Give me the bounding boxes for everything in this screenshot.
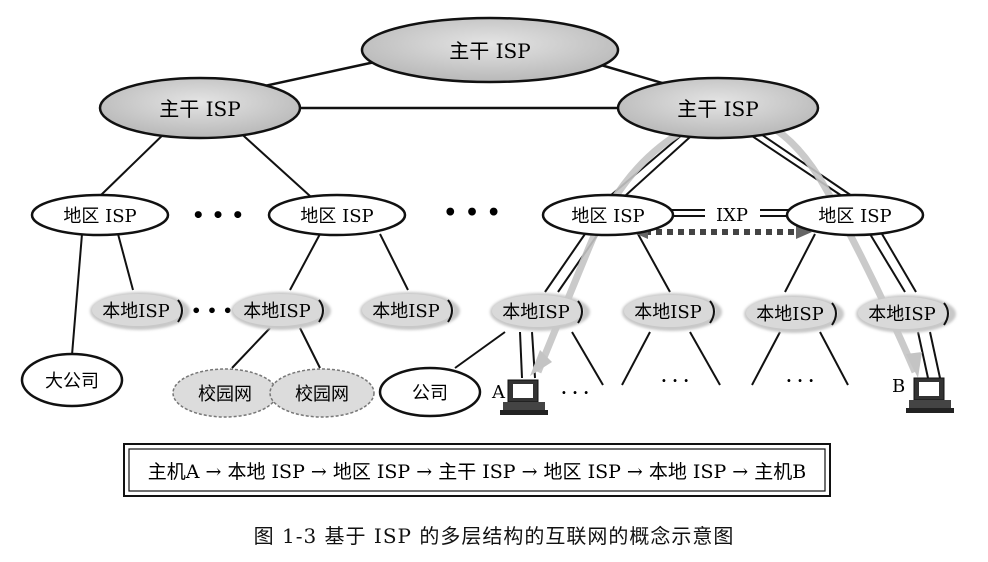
ellipsis-right-hosts: · · · bbox=[786, 371, 814, 390]
route-arrow-b bbox=[906, 352, 922, 378]
route-path bbox=[534, 111, 919, 374]
right-tree-links bbox=[454, 127, 941, 386]
backbone-isp-top: 主干 ISP bbox=[360, 16, 620, 84]
regional-isp-2: 地区 ISP bbox=[267, 193, 407, 237]
figure-caption: 图 1-3 基于 ISP 的多层结构的互联网的概念示意图 bbox=[253, 524, 735, 548]
backbone-isp-top-label: 主干 ISP bbox=[449, 39, 530, 63]
path-box: 主机A → 本地 ISP → 地区 ISP → 主干 ISP → 地区 ISP … bbox=[123, 443, 831, 497]
regional-isp-2-label: 地区 ISP bbox=[300, 206, 373, 227]
local-isp-4: 本地ISP bbox=[490, 293, 590, 331]
ellipsis-mid-hosts: · · · bbox=[661, 371, 689, 390]
computer-icon-host-b bbox=[906, 377, 954, 413]
backbone-isp-left: 主干 ISP bbox=[98, 76, 302, 140]
backbone-isp-right-label: 主干 ISP bbox=[677, 97, 758, 121]
campus-network-2: 校园网 bbox=[269, 368, 375, 418]
local-isp-1-label: 本地ISP bbox=[102, 301, 170, 322]
backbone-isp-left-label: 主干 ISP bbox=[159, 97, 240, 121]
local-isp-3: 本地ISP bbox=[360, 292, 460, 330]
campus-network-1-label: 校园网 bbox=[198, 384, 252, 405]
local-isp-7: 本地ISP bbox=[856, 295, 956, 333]
local-isp-3-label: 本地ISP bbox=[372, 301, 440, 322]
path-text: 主机A → 本地 ISP → 地区 ISP → 主干 ISP → 地区 ISP … bbox=[148, 461, 806, 483]
ixp-label: IXP bbox=[716, 205, 748, 226]
big-company: 大公司 bbox=[20, 352, 124, 408]
left-tree-links bbox=[71, 127, 409, 369]
local-isp-5: 本地ISP bbox=[622, 293, 722, 331]
regional-isp-4-label: 地区 ISP bbox=[818, 206, 891, 227]
regional-isp-3: 地区 ISP bbox=[541, 193, 675, 237]
campus-network-2-label: 校园网 bbox=[295, 384, 349, 405]
regional-isp-1: 地区 ISP bbox=[30, 193, 170, 237]
regional-isp-3-label: 地区 ISP bbox=[571, 206, 644, 227]
local-isp-6-label: 本地ISP bbox=[756, 304, 824, 325]
big-company-label: 大公司 bbox=[45, 371, 99, 392]
company: 公司 bbox=[378, 366, 482, 418]
route-arrow-a bbox=[530, 350, 552, 376]
ellipsis-left: • • • bbox=[192, 203, 244, 227]
local-isp-2: 本地ISP bbox=[231, 292, 331, 330]
local-isp-2-label: 本地ISP bbox=[243, 301, 311, 322]
computer-icon-host-a bbox=[500, 379, 548, 415]
campus-network-1: 校园网 bbox=[172, 368, 278, 418]
local-isp-1: 本地ISP bbox=[90, 292, 190, 330]
local-isp-5-label: 本地ISP bbox=[634, 302, 702, 323]
host-b-label: B bbox=[892, 376, 905, 397]
local-isp-7-label: 本地ISP bbox=[868, 304, 936, 325]
host-a-label: A bbox=[491, 382, 506, 403]
local-isp-4-label: 本地ISP bbox=[502, 302, 570, 323]
ellipsis-middle: • • • bbox=[443, 200, 501, 226]
regional-isp-4: 地区 ISP bbox=[785, 193, 925, 237]
local-isp-6: 本地ISP bbox=[744, 295, 844, 333]
ellipsis-host-a: · · · bbox=[561, 383, 589, 402]
backbone-isp-right: 主干 ISP bbox=[616, 76, 820, 140]
company-label: 公司 bbox=[412, 383, 448, 404]
ellipsis-local: • • • bbox=[191, 301, 233, 320]
regional-isp-1-label: 地区 ISP bbox=[63, 206, 136, 227]
